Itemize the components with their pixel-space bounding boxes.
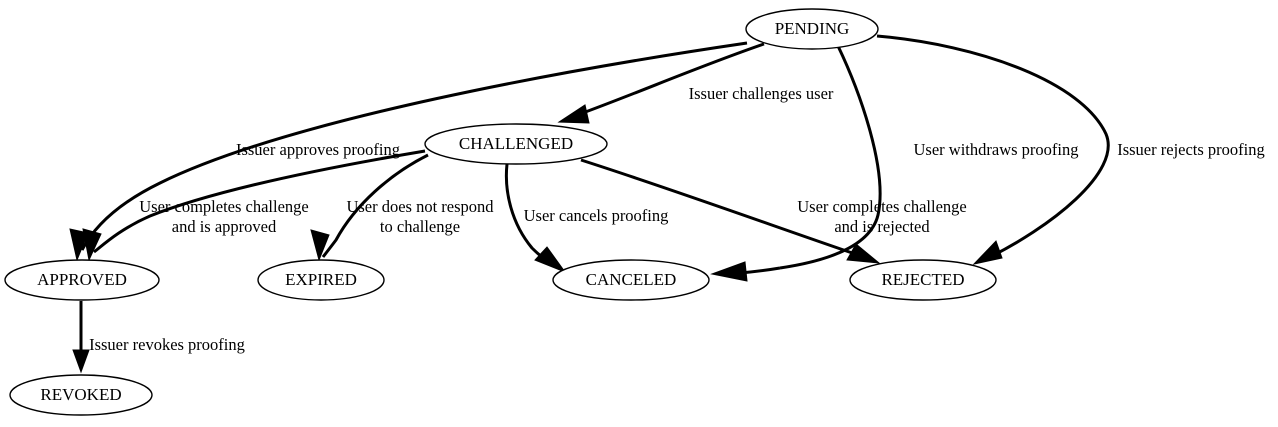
node-expired[interactable]: EXPIRED: [257, 259, 385, 301]
node-challenged-label: CHALLENGED: [459, 134, 573, 153]
edge-label-pending-rejected: Issuer rejects proofing: [1117, 140, 1265, 159]
edge-pending-challenged[interactable]: [557, 42, 765, 124]
edge-arrowhead-pending-rejected: [972, 240, 1003, 265]
edge-arrowhead-challenged-expired: [310, 229, 330, 262]
edge-path-pending-approved: [80, 41, 748, 251]
node-pending-label: PENDING: [775, 19, 850, 38]
node-approved-ellipse: [4, 259, 160, 301]
edge-label-challenged-rejected-line1: User completes challenge: [797, 197, 967, 216]
edge-challenged-canceled[interactable]: [504, 163, 567, 274]
edge-path-pending-canceled: [779, 45, 882, 270]
edge-pending-approved[interactable]: [69, 41, 748, 262]
node-canceled-ellipse: [552, 259, 710, 301]
edge-challenged-rejected[interactable]: [580, 158, 881, 264]
edge-arrowhead-pending-approved: [69, 228, 89, 262]
node-revoked-label: REVOKED: [40, 385, 121, 404]
node-revoked[interactable]: REVOKED: [9, 374, 153, 416]
edge-label-challenged-expired-line2: to challenge: [380, 217, 460, 236]
node-rejected-label: REJECTED: [881, 270, 964, 289]
edge-label-pending-approved: Issuer approves proofing: [236, 140, 400, 159]
edge-challenged-approved[interactable]: [82, 149, 426, 262]
node-pending[interactable]: PENDING: [745, 8, 879, 50]
node-expired-ellipse: [257, 259, 385, 301]
node-canceled[interactable]: CANCELED: [552, 259, 710, 301]
edge-label-pending-challenged: Issuer challenges user: [689, 84, 834, 103]
edge-arrowhead-challenged-rejected: [846, 243, 881, 264]
edge-arrowhead-approved-revoked: [72, 349, 90, 374]
edge-label-challenged-approved-line1: User completes challenge: [139, 197, 309, 216]
node-approved-label: APPROVED: [37, 270, 127, 289]
node-rejected[interactable]: REJECTED: [849, 259, 997, 301]
edge-labels-layer: Issuer challenges user Issuer approves p…: [89, 84, 1265, 354]
edge-approved-revoked[interactable]: [72, 301, 90, 374]
node-challenged-ellipse: [424, 123, 608, 165]
edge-arrowhead-pending-challenged: [557, 104, 590, 124]
node-pending-ellipse: [745, 8, 879, 50]
edge-challenged-expired[interactable]: [310, 153, 429, 262]
edges-layer: [69, 34, 1110, 374]
edge-label-challenged-expired-line1: User does not respond: [346, 197, 494, 216]
edge-path-challenged-rejected: [580, 158, 868, 260]
edge-path-pending-challenged: [579, 42, 765, 116]
node-challenged[interactable]: CHALLENGED: [424, 123, 608, 165]
edge-arrowhead-challenged-canceled: [534, 246, 567, 274]
edge-path-pending-canceled-tail: [739, 266, 781, 275]
edge-arrowhead-challenged-approved: [82, 228, 102, 262]
edge-pending-canceled[interactable]: [710, 45, 882, 282]
nodes-layer: PENDING CHALLENGED APPROVED EXPIRED CANC…: [4, 8, 997, 416]
node-approved[interactable]: APPROVED: [4, 259, 160, 301]
edge-label-approved-revoked: Issuer revokes proofing: [89, 335, 245, 354]
edge-label-pending-canceled: User withdraws proofing: [914, 140, 1079, 159]
node-expired-label: EXPIRED: [285, 270, 357, 289]
edge-path-challenged-expired: [321, 153, 429, 258]
edge-label-challenged-approved-line2: and is approved: [172, 217, 277, 236]
edge-path-pending-rejected: [876, 34, 1110, 262]
node-canceled-label: CANCELED: [586, 270, 677, 289]
edge-pending-rejected[interactable]: [876, 34, 1110, 265]
edge-label-challenged-rejected-line2: and is rejected: [834, 217, 930, 236]
node-rejected-ellipse: [849, 259, 997, 301]
edge-label-challenged-canceled: User cancels proofing: [524, 206, 669, 225]
node-revoked-ellipse: [9, 374, 153, 416]
edge-path-challenged-approved: [93, 149, 426, 254]
